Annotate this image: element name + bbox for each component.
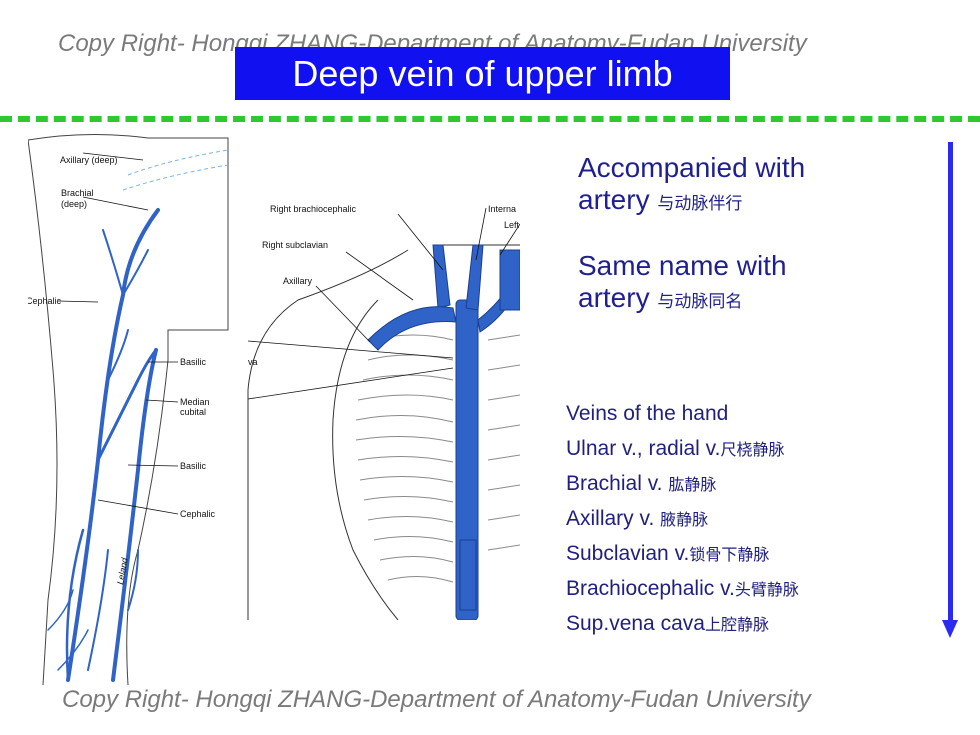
flow-arrow-shaft — [948, 142, 953, 620]
arm-veins-illustration: Axillary (deep) Brachial (deep) Cephalic… — [28, 133, 229, 685]
note-accompanied: Accompanied with artery 与动脉伴行 — [578, 152, 805, 220]
vein-list: Veins of the hand Ulnar v., radial v.尺桡静… — [566, 396, 799, 641]
label-median: Median — [180, 397, 210, 407]
label-basilic-upper: Basilic — [180, 357, 207, 367]
label-median-cubital: cubital — [180, 407, 206, 417]
list-item: Subclavian v.锁骨下静脉 — [566, 542, 770, 565]
label-right-subclavian: Right subclavian — [262, 240, 328, 250]
note-same-name-artery: artery — [578, 282, 650, 313]
list-item: Ulnar v., radial v.尺桡静脉 — [566, 437, 785, 460]
label-basilic-lower: Basilic — [180, 461, 207, 471]
note-accompanied-artery: artery — [578, 184, 650, 215]
list-item: Brachiocephalic v.头臂静脉 — [566, 577, 799, 600]
label-left: Left — [504, 220, 520, 230]
note-same-name-cn: 与动脉同名 — [657, 292, 743, 311]
label-axillary: Axillary — [283, 276, 313, 286]
label-cephalic-upper: Cephalic — [28, 296, 62, 306]
note-same-name: Same name with artery 与动脉同名 — [578, 250, 787, 318]
label-cephalic-lower: Cephalic — [180, 509, 216, 519]
list-item: Brachial v. 肱静脉 — [566, 472, 717, 495]
list-item: Sup.vena cava上腔静脉 — [566, 612, 769, 635]
arrow-down-icon — [942, 620, 958, 638]
note-accompanied-cn: 与动脉伴行 — [657, 194, 743, 213]
artist-signature: Leland — [115, 556, 130, 585]
note-accompanied-line1: Accompanied with — [578, 152, 806, 183]
label-right-brachiocephalic: Right brachiocephalic — [270, 204, 357, 214]
list-item: Axillary v. 腋静脉 — [566, 507, 709, 530]
list-item: Veins of the hand — [566, 402, 729, 425]
footer-copyright: Copy Right- Hongqi ZHANG-Department of A… — [62, 686, 811, 713]
thorax-veins-illustration: Right brachiocephalic Interna Left Right… — [247, 204, 520, 620]
label-va: va — [248, 357, 258, 367]
dashed-divider — [0, 116, 980, 122]
slide-title: Deep vein of upper limb — [235, 47, 730, 100]
note-same-name-line1: Same name with — [578, 250, 787, 281]
label-brachial: Brachial — [61, 188, 94, 198]
label-internal: Interna — [488, 204, 516, 214]
label-axillary-deep: Axillary (deep) — [60, 155, 118, 165]
label-brachial-deep: (deep) — [61, 199, 87, 209]
